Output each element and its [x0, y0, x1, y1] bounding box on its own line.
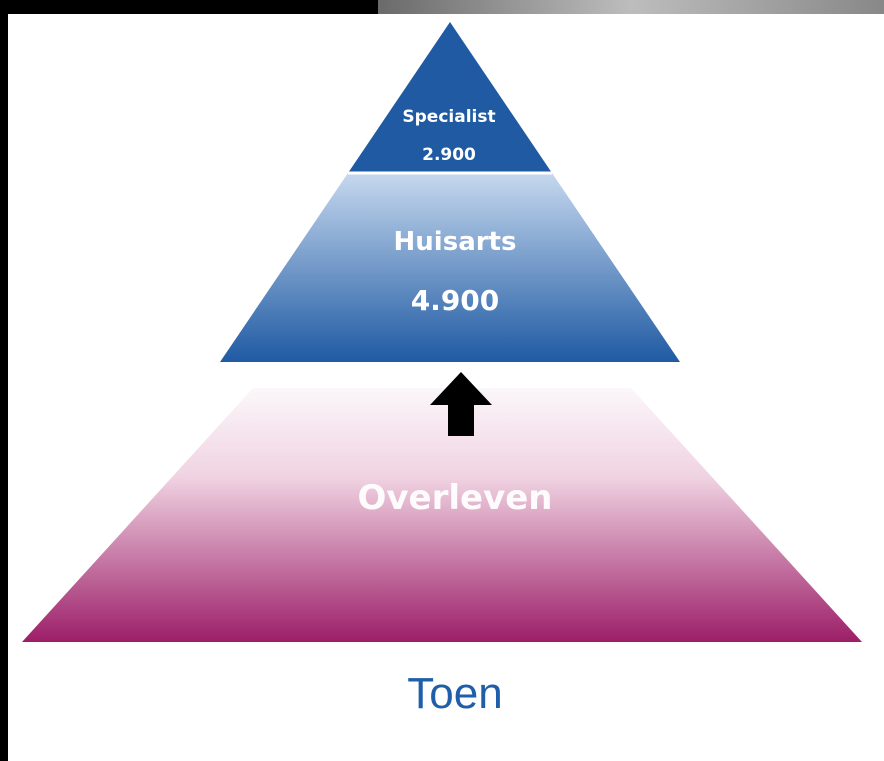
up-arrow-icon: [430, 372, 492, 436]
tier-specialist: [348, 22, 552, 173]
specialist-label: Specialist: [402, 107, 495, 127]
caption-toen: Toen: [407, 669, 502, 718]
tier-huisarts: [220, 173, 680, 362]
left-frame-edge: [0, 14, 8, 761]
specialist-value: 2.900: [422, 145, 476, 165]
tier-overleven: [22, 388, 862, 642]
overleven-label: Overleven: [357, 478, 552, 518]
huisarts-label: Huisarts: [394, 227, 517, 257]
huisarts-value: 4.900: [411, 284, 500, 317]
photo-strip: [378, 0, 884, 14]
